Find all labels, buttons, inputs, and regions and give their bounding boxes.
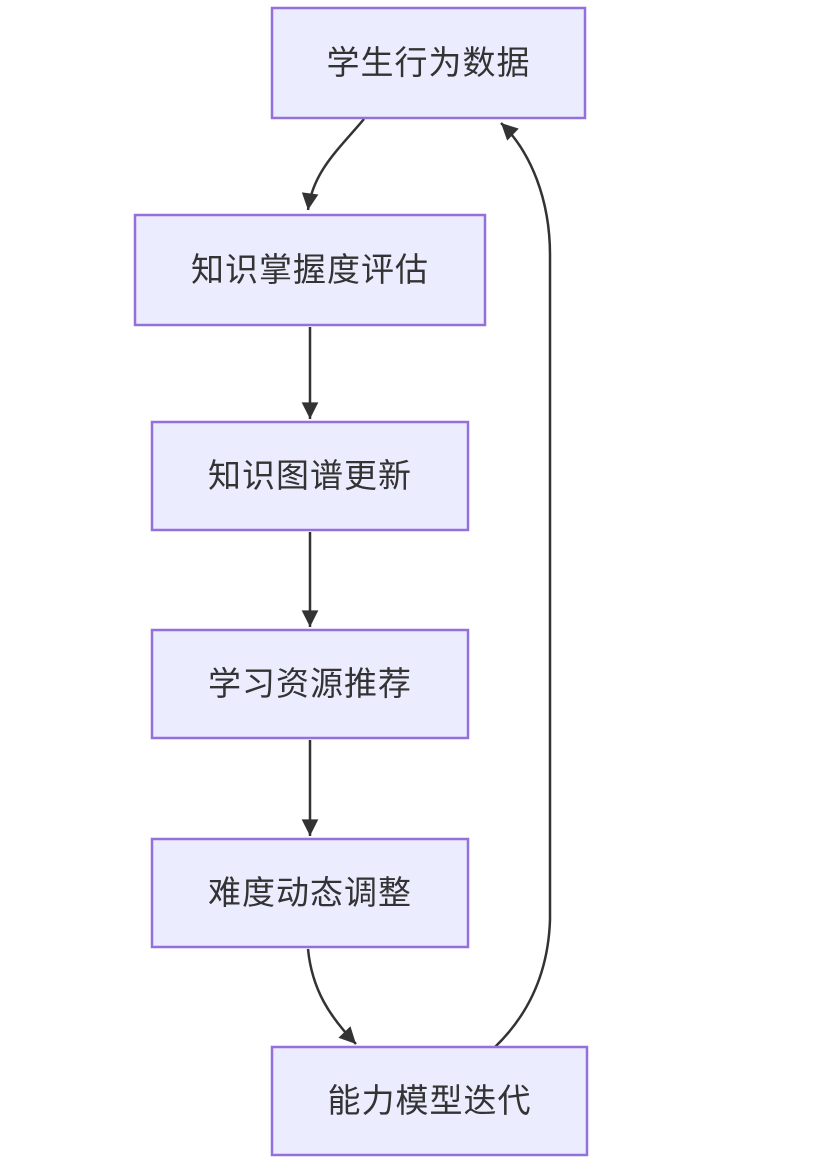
node-learning-resource-recommendation-box — [150, 628, 470, 740]
node-difficulty-dynamic-adjustment-box — [150, 837, 470, 949]
node-capability-model-iteration-label: 能力模型迭代 — [328, 1082, 532, 1119]
node-difficulty-dynamic-adjustment: 难度动态调整 — [150, 837, 470, 949]
nodes-layer: 学生行为数据 知识掌握度评估 知识图谱更新 学习资源推荐 难度动态调整 能力模型 — [133, 6, 589, 1157]
node-difficulty-dynamic-adjustment-label: 难度动态调整 — [208, 874, 412, 911]
node-learning-resource-recommendation-label: 学习资源推荐 — [208, 665, 412, 702]
node-student-behavior-data: 学生行为数据 — [270, 6, 587, 120]
node-learning-resource-recommendation: 学习资源推荐 — [150, 628, 470, 740]
node-student-behavior-data-label: 学生行为数据 — [327, 44, 531, 81]
node-knowledge-mastery-assessment-box — [133, 213, 487, 327]
node-knowledge-graph-update-label: 知识图谱更新 — [208, 457, 412, 494]
node-knowledge-mastery-assessment: 知识掌握度评估 — [133, 213, 487, 327]
node-knowledge-mastery-assessment-label: 知识掌握度评估 — [191, 251, 429, 288]
node-capability-model-iteration: 能力模型迭代 — [270, 1045, 589, 1157]
edges-layer — [301, 118, 552, 1048]
edge-student-data-to-mastery-assessment — [301, 118, 365, 211]
edge-difficulty-adjustment-to-model-iteration — [306, 948, 357, 1045]
node-capability-model-iteration-box — [270, 1045, 589, 1157]
node-knowledge-graph-update: 知识图谱更新 — [150, 420, 470, 532]
node-student-behavior-data-box — [270, 6, 587, 120]
node-knowledge-graph-update-box — [150, 420, 470, 532]
edge-model-iteration-to-student-data-feedback-loop — [494, 122, 552, 1048]
